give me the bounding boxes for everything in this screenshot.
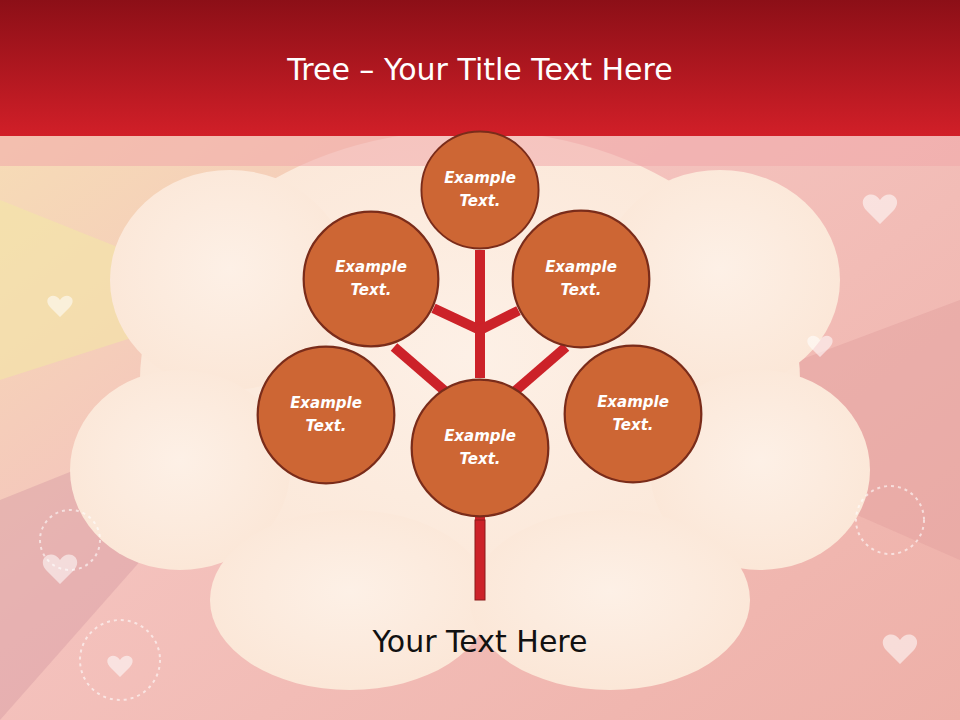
node-label: Example Text. [438, 167, 522, 213]
slide-title: Tree – Your Title Text Here [0, 52, 960, 87]
node-text-group: Example Text. [438, 425, 522, 471]
circle-node: Example Text. [302, 210, 440, 348]
node-text-group: Example Text. [329, 256, 413, 302]
circle-node: Example Text. [511, 209, 651, 349]
tree-branch [434, 308, 481, 378]
node-label: Example Text. [438, 425, 522, 471]
node-text-group: Example Text. [284, 392, 368, 438]
circle-node: Example Text. [563, 344, 703, 484]
circle-outline [420, 130, 540, 250]
circle-outline [563, 344, 703, 484]
circle-outline [410, 378, 550, 518]
node-label: Example Text. [329, 256, 413, 302]
caption-text: Your Text Here [0, 624, 960, 659]
circle-node: Example Text. [256, 345, 396, 485]
circle-node: Example Text. [420, 130, 540, 250]
node-label: Example Text. [591, 391, 675, 437]
circle-outline [511, 209, 651, 349]
circle-outline [302, 210, 440, 348]
tree-branch [480, 311, 519, 378]
node-text-group: Example Text. [539, 256, 623, 302]
tree-trunk [394, 347, 566, 600]
node-text-group: Example Text. [438, 167, 522, 213]
node-label: Example Text. [284, 392, 368, 438]
circle-outline [256, 345, 396, 485]
node-text-group: Example Text. [591, 391, 675, 437]
circle-node: Example Text. [410, 378, 550, 518]
node-label: Example Text. [539, 256, 623, 302]
